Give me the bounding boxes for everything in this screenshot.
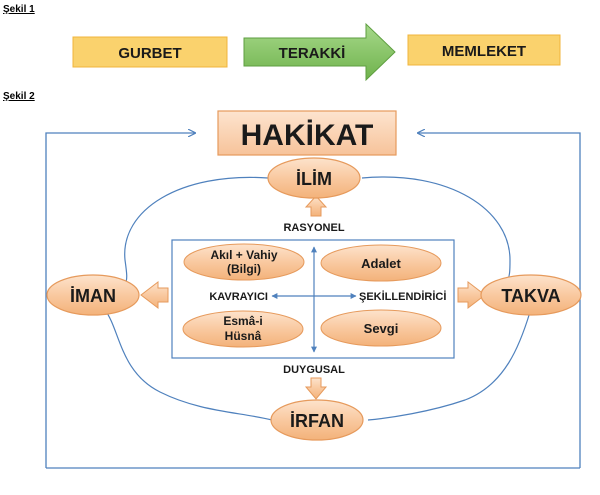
memleket-label: MEMLEKET	[442, 43, 526, 60]
gurbet-box	[72, 36, 228, 68]
quadrant-esma-line1: Esmâ-i	[223, 314, 262, 328]
quadrant-akil-vahiy-line1: Akıl + Vahiy	[210, 248, 277, 262]
right-frame-arrow	[418, 133, 581, 468]
quadrant-sevgi	[320, 309, 442, 347]
node-ilim-label: İLİM	[296, 169, 332, 189]
memleket-box	[407, 34, 561, 66]
curve-iman-irfan	[104, 309, 273, 421]
quadrant-adalet	[320, 244, 442, 282]
axis-label-kavrayici: KAVRAYICI	[209, 291, 268, 303]
arrow-right-to-takva	[457, 280, 486, 310]
node-irfan	[270, 399, 364, 441]
node-irfan-label: İRFAN	[290, 411, 344, 431]
axis-label-rasyonel: RASYONEL	[283, 222, 344, 234]
arrow-down-to-irfan	[304, 377, 328, 400]
quadrant-esma-line2: Hüsnâ	[225, 329, 262, 343]
node-iman-label: İMAN	[70, 286, 116, 306]
quadrant-sevgi-label: Sevgi	[364, 321, 399, 336]
left-frame-arrow	[45, 133, 195, 468]
node-iman	[46, 274, 140, 316]
axis-label-duygusal: DUYGUSAL	[283, 364, 345, 376]
terakki-label: TERAKKİ	[279, 45, 346, 62]
quadrant-akil-vahiy-line2: (Bilgi)	[227, 262, 261, 276]
terakki-arrow	[243, 22, 396, 82]
figure2-label: Şekil 2	[3, 91, 35, 102]
node-ilim	[267, 157, 361, 199]
quadrant-akil-vahiy	[183, 243, 305, 281]
arrow-up-to-ilim	[304, 195, 328, 217]
quadrant-adalet-label: Adalet	[361, 256, 401, 271]
hakikat-box	[217, 110, 397, 156]
curve-takva-irfan	[367, 311, 531, 421]
node-takva-label: TAKVA	[501, 286, 560, 306]
node-takva	[480, 274, 582, 316]
axis-label-sekillendirici: ŞEKİLLENDİRİCİ	[359, 290, 446, 303]
hakikat-label: HAKİKAT	[241, 119, 374, 152]
quadrant-esma-i-husna	[182, 310, 304, 348]
arrow-left-to-iman	[140, 280, 169, 310]
center-box	[171, 239, 455, 359]
figure1-label: Şekil 1	[3, 4, 35, 15]
gurbet-label: GURBET	[118, 45, 181, 62]
